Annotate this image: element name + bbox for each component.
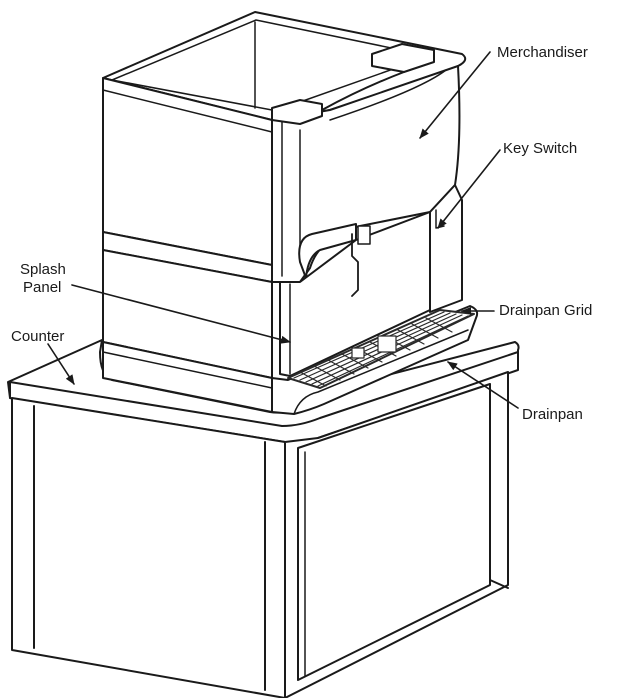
merchandiser (102, 11, 467, 283)
leader-lines (47, 51, 519, 409)
splash-panel-label: Splash Panel (20, 261, 66, 297)
key-switch-label: Key Switch (503, 140, 578, 157)
right-corner-block (371, 43, 435, 73)
leader-counter (47, 343, 75, 385)
drainpan-grid (287, 309, 475, 389)
splash-panel-label-line1: Splash (20, 261, 66, 278)
drainpan-label: Drainpan (522, 406, 583, 423)
merchandiser-label: Merchandiser (497, 44, 588, 61)
cabinet-front (11, 397, 286, 698)
left-corner-block (271, 99, 323, 125)
dispense-lever (351, 233, 359, 297)
drainpan-grid-label: Drainpan Grid (499, 302, 593, 319)
leader-merchandiser (419, 51, 491, 139)
leader-drainpan (447, 361, 519, 409)
cabinet-side (284, 371, 509, 698)
counter-label: Counter (11, 328, 65, 345)
dispenser-lower-body (102, 184, 463, 413)
splash-panel-label-line2: Panel (23, 279, 62, 296)
leader-key-switch (437, 149, 501, 229)
leader-splash-panel (71, 284, 291, 344)
counter (7, 339, 520, 698)
key-switch-housing (429, 184, 463, 313)
